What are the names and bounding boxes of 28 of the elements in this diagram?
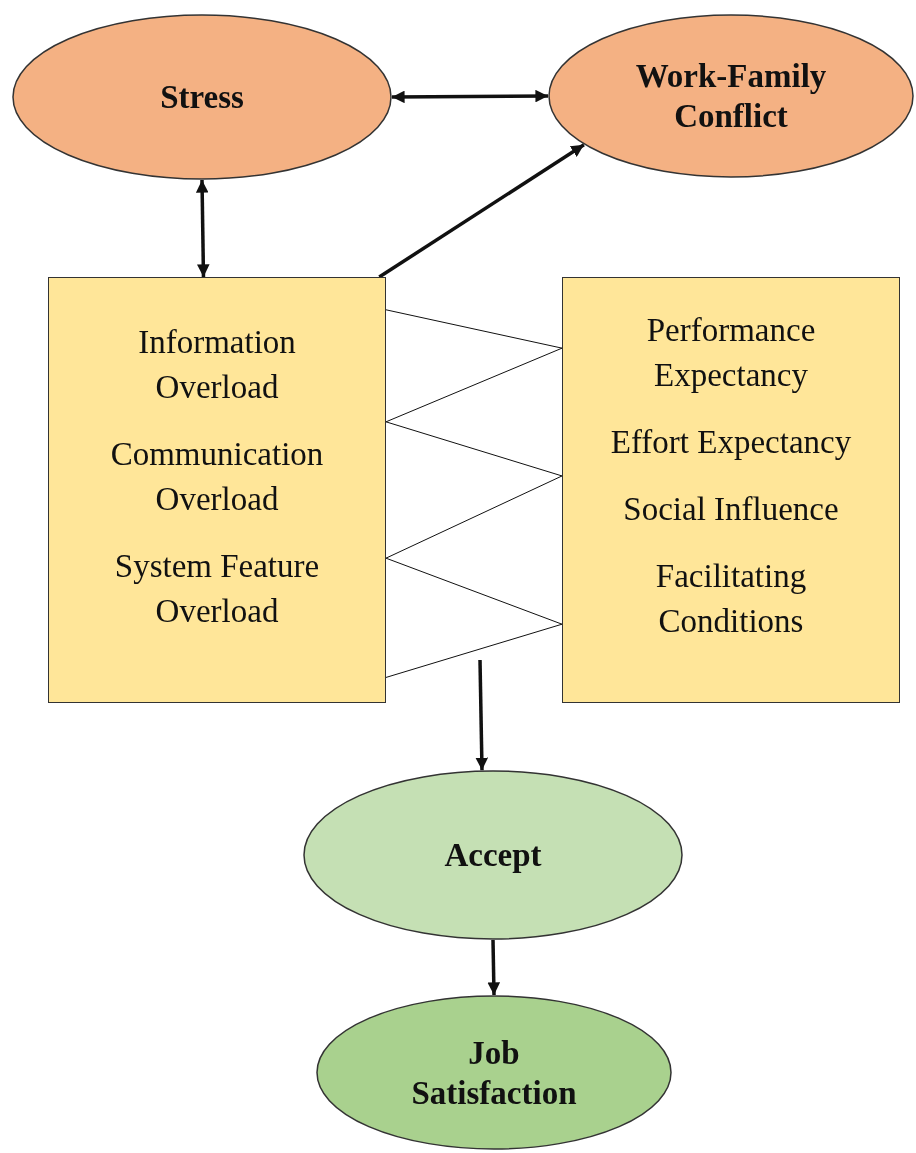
connector-line [385,623,563,678]
construct-box [562,277,900,703]
connector-line [385,557,563,625]
connector-line [385,309,563,349]
ellipse-node [303,770,683,940]
node-label: Facilitating Conditions [654,557,808,641]
arrow [487,939,501,996]
connector-line [385,347,563,423]
node-label: Performance Expectancy [645,311,817,395]
arrow [475,659,489,771]
ellipse-node [316,995,672,1150]
connector-line [385,421,563,477]
construct-box [48,277,386,703]
node-label: Effort Expectancy [610,423,852,462]
arrow [195,179,210,278]
arrow [378,143,585,279]
node-label: Work-Family Conflict [634,57,828,136]
node-label: Job Satisfaction [410,1033,578,1113]
node-label: Accept [444,836,542,875]
node-label: System Feature Overload [113,547,321,631]
node-label: Stress [160,78,244,117]
ellipse-node [548,14,914,178]
node-label: Social Influence [623,490,839,529]
ellipse-node [12,14,392,180]
node-label: Communication Overload [109,435,325,519]
arrow [392,89,548,104]
connector-line [385,475,563,559]
node-label: Information Overload [137,323,297,407]
